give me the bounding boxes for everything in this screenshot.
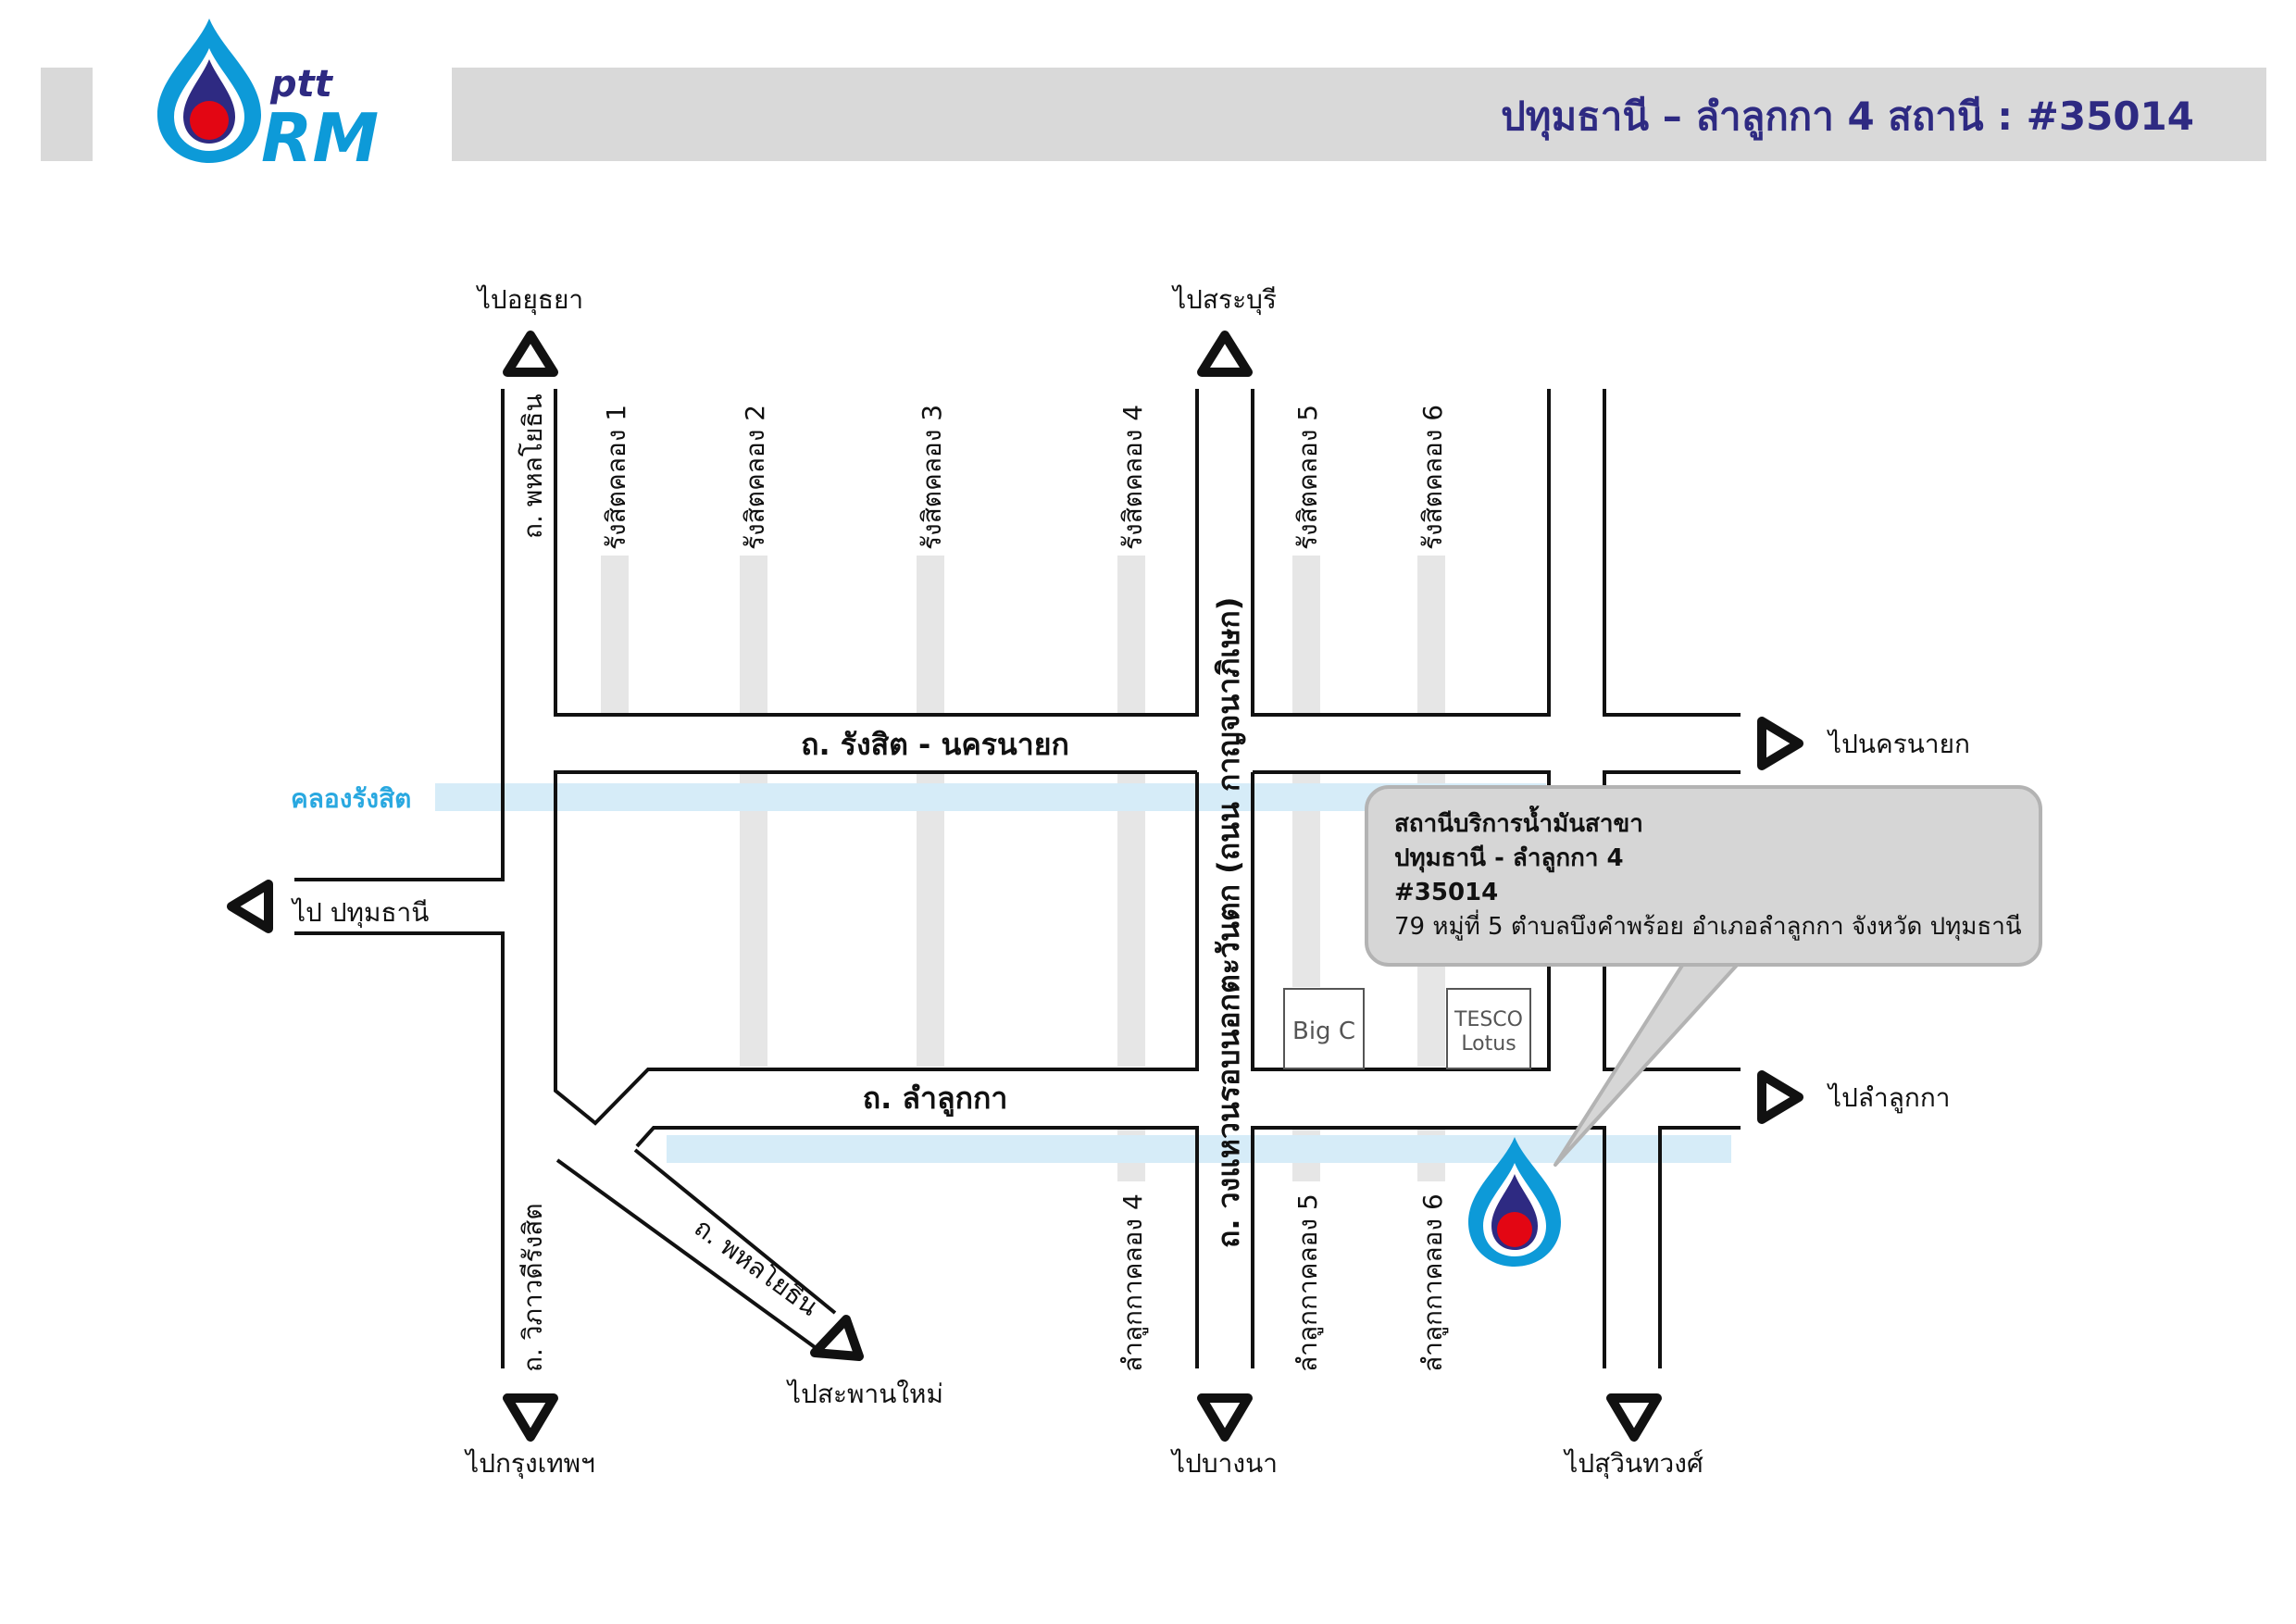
road-network <box>294 389 1741 1368</box>
direction-arrows <box>227 331 1803 1442</box>
station-id: #35014 <box>1394 879 1499 906</box>
station-address: 79 หมู่ที่ 5 ตำบลบึงคำพร้อย อำเภอลำลูกกา… <box>1394 913 2022 941</box>
tesco-label: TESCO <box>1454 1008 1523 1031</box>
arrow-up-icon <box>503 331 558 377</box>
landmark-tesco-lotus: TESCO Lotus <box>1446 988 1531 1069</box>
lotus-label: Lotus <box>1461 1032 1516 1056</box>
soi-rangsit-6: รังสิตคลอง 6 <box>1417 405 1448 550</box>
ptt-rm-logo: ptt RM <box>157 19 379 169</box>
dir-bangkok: ไปกรุงเทพฯ <box>464 1448 595 1480</box>
dir-ayutthaya: ไปอยุธยา <box>476 284 583 316</box>
arrow-right-icon <box>1757 717 1803 770</box>
soi-rangsit-2: รังสิตคลอง 2 <box>740 405 770 550</box>
soi-strips <box>601 556 1445 1181</box>
soi-lamlukka-4: ลำลูกกาคลอง 4 <box>1117 1193 1149 1372</box>
road-outer-ring: ถ. วงแหวนรอบนอกตะวันตก (ถนน กาญจนาภิเษก) <box>1211 597 1246 1248</box>
dir-saraburi: ไปสระบุรี <box>1171 284 1277 316</box>
logo-text-rm: RM <box>261 99 379 169</box>
dir-nakhon-nayok: ไปนครนายก <box>1827 729 1970 759</box>
station-name: ปทุมธานี - ลำลูกกา 4 <box>1394 844 1624 872</box>
road-vibhavadi: ถ. วิภาวดีรังสิต <box>518 1203 548 1372</box>
station-marker-icon <box>1468 1137 1561 1267</box>
arrow-right-icon <box>1757 1070 1803 1124</box>
station-info-callout: สถานีบริการน้ำมันสาขา ปทุมธานี - ลำลูกกา… <box>1365 785 2042 967</box>
soi-rangsit-5: รังสิตคลอง 5 <box>1292 405 1323 550</box>
arrow-down-icon <box>503 1393 558 1442</box>
arrow-diagonal-icon <box>810 1315 864 1361</box>
road-rangsit-nakhon-nayok: ถ. รังสิต - นครนายก <box>801 727 1069 762</box>
arrow-up-icon <box>1197 331 1253 377</box>
soi-rangsit-4: รังสิตคลอง 4 <box>1117 405 1148 550</box>
soi-rangsit-3: รังสิตคลอง 3 <box>917 405 947 550</box>
road-phahonyothin-north: ถ. พหลโยธิน <box>518 394 548 539</box>
logo-text-ptt: ptt <box>269 63 334 106</box>
soi-rangsit-1: รังสิตคลอง 1 <box>601 405 631 550</box>
bigc-label: Big C <box>1292 1018 1355 1045</box>
dir-lam-luk-ka: ไปลำลูกกา <box>1827 1082 1951 1114</box>
direction-labels: ไปอยุธยา ไปสระบุรี ไปนครนายก ไป ปทุมธานี… <box>291 284 1970 1480</box>
station-type: สถานีบริการน้ำมันสาขา <box>1394 810 1643 838</box>
arrow-left-icon <box>227 880 273 933</box>
dir-pathum-thani: ไป ปทุมธานี <box>291 897 429 929</box>
dir-saphan-mai: ไปสะพานใหม่ <box>786 1379 943 1409</box>
road-labels: ถ. พหลโยธิน ถ. วิภาวดีรังสิต ถ. พหลโยธิน… <box>291 394 1246 1372</box>
header-bar: ปทุมธานี – ลำลูกกา 4 สถานี : #35014 <box>452 68 2266 161</box>
dir-bang-na: ไปบางนา <box>1170 1448 1278 1479</box>
road-lam-luk-ka: ถ. ลำลูกกา <box>863 1081 1008 1118</box>
soi-labels: รังสิตคลอง 1 รังสิตคลอง 2 รังสิตคลอง 3 ร… <box>601 405 1449 1372</box>
header-left-block <box>41 68 93 161</box>
flame-icon <box>157 19 261 163</box>
landmark-bigc: Big C <box>1283 988 1365 1069</box>
arrow-down-icon <box>1197 1393 1253 1442</box>
dir-sukhumvit: ไปสุวินทวงศ์ <box>1563 1448 1703 1480</box>
page-title: ปทุมธานี – ลำลูกกา 4 สถานี : #35014 <box>1501 94 2194 139</box>
callout-pointer <box>1554 959 1742 1167</box>
arrow-down-icon <box>1606 1393 1662 1442</box>
canal-label: คลองรังสิต <box>291 783 411 814</box>
soi-lamlukka-6: ลำลูกกาคลอง 6 <box>1417 1193 1449 1372</box>
soi-lamlukka-5: ลำลูกกาคลอง 5 <box>1292 1193 1324 1372</box>
